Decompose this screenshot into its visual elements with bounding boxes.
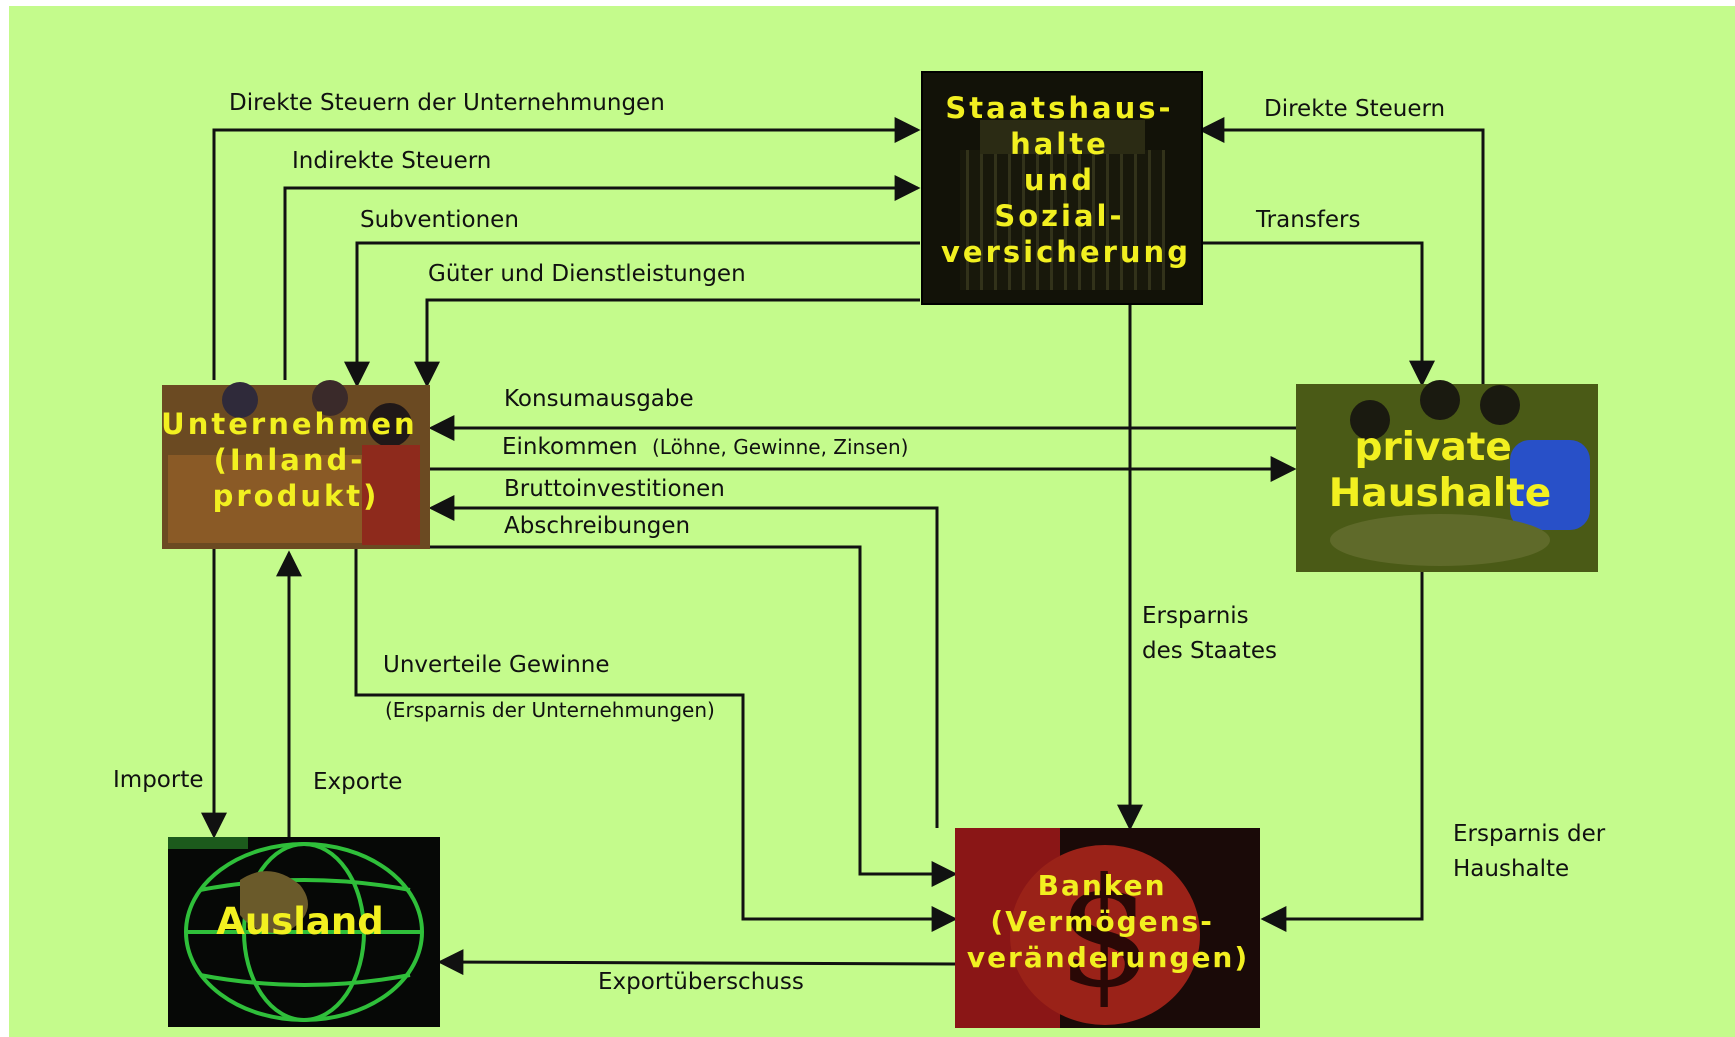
svg-text:private Haushalte: private Haushalte <box>1329 425 1551 516</box>
label-subventionen: Subventionen <box>360 207 519 233</box>
label-einkommen: Einkommen <box>502 434 638 460</box>
label-ersparnis-haushalte-2: Haushalte <box>1453 856 1569 882</box>
label-ersparnis-unternehmungen: (Ersparnis der Unternehmungen) <box>385 698 715 722</box>
label-direkte-steuern-unternehmungen: Direkte Steuern der Unternehmungen <box>229 90 665 116</box>
node-households: private Haushalte <box>1296 380 1598 572</box>
label-importe: Importe <box>113 767 203 793</box>
label-abschreibungen: Abschreibungen <box>504 513 690 539</box>
label-einkommen-detail: (Löhne, Gewinne, Zinsen) <box>652 435 908 459</box>
firms-person-left <box>222 382 258 418</box>
arrow-unverteilte-gewinne <box>354 549 958 932</box>
node-state: Staatshaus- halte und Sozial- versicheru… <box>921 71 1203 305</box>
node-abroad: Ausland <box>168 837 440 1027</box>
firms-title-line2: (Inland- <box>214 443 366 477</box>
firms-person-right <box>368 403 412 447</box>
abroad-green-corner <box>168 837 248 849</box>
node-firms: Unternehmen (Inland- produkt) <box>161 380 431 549</box>
arrow-subventionen <box>344 241 920 388</box>
state-title-line1: Staatshaus- <box>945 91 1173 125</box>
households-person-3 <box>1480 385 1520 425</box>
firms-title-line1: Unternehmen <box>161 407 418 441</box>
label-unverteilte-gewinne: Unverteile Gewinne <box>383 652 610 678</box>
label-indirekte-steuern: Indirekte Steuern <box>292 148 491 174</box>
firms-desk-image <box>168 455 368 543</box>
label-exportueberschuss: Exportüberschuss <box>598 969 804 995</box>
label-gueter-dienstleistungen: Güter und Dienstleistungen <box>428 261 746 287</box>
banks-title-line2: (Vermögens- <box>990 905 1213 938</box>
households-title-line2: Haushalte <box>1329 471 1551 516</box>
arrow-transfers <box>1203 241 1435 387</box>
state-building-image <box>960 150 1165 290</box>
arrow-direkte-steuern <box>1198 117 1485 384</box>
abroad-title: Ausland <box>216 900 383 943</box>
arrow-bruttoinvestitionen <box>428 495 939 828</box>
state-title-line4: Sozial- <box>994 199 1124 233</box>
svg-text:Staatshaus- halte: Staatshaus- halte und Sozial- versicheru… <box>941 91 1191 269</box>
arrow-indirekte-steuern <box>283 175 921 380</box>
label-ersparnis-staat-1: Ersparnis <box>1142 603 1249 629</box>
state-building-roof <box>980 120 1145 154</box>
firms-title-line3: produkt) <box>213 479 380 513</box>
svg-text:Banken (Vermögens-: Banken (Vermögens- veränderungen) <box>967 869 1249 974</box>
globe-icon <box>184 842 424 1022</box>
label-ersparnis-haushalte-1: Ersparnis der <box>1453 821 1606 847</box>
banks-title-line3: veränderungen) <box>967 941 1249 974</box>
banks-money-bag <box>1010 845 1200 1025</box>
state-title-line3: und <box>1024 163 1095 197</box>
state-title-line2: halte <box>1010 127 1109 161</box>
banks-dollar-sign: $ <box>1057 847 1152 1021</box>
firms-person-middle <box>312 380 348 416</box>
arrow-direkte-steuern-unternehmungen <box>212 117 921 380</box>
arrow-exportueberschuss <box>437 949 956 976</box>
label-konsumausgabe: Konsumausgabe <box>504 386 694 412</box>
globe-continent <box>240 871 308 933</box>
label-bruttoinvestitionen: Bruttoinvestitionen <box>504 476 725 502</box>
arrow-abschreibungen <box>430 545 958 887</box>
banks-title-line1: Banken <box>1038 869 1167 902</box>
state-title-line5: versicherung <box>941 235 1191 269</box>
label-transfers: Transfers <box>1255 207 1360 233</box>
flow-labels: Direkte Steuern der Unternehmungen Indir… <box>113 90 1606 995</box>
label-direkte-steuern: Direkte Steuern <box>1264 96 1445 122</box>
label-exporte: Exporte <box>313 769 402 795</box>
households-person-1 <box>1350 400 1390 440</box>
arrow-ersparnis-haushalte <box>1260 572 1424 932</box>
arrow-gueter-dienstleistungen <box>414 298 920 388</box>
firms-person-right-body <box>362 445 420 545</box>
svg-text:Unternehmen (Inland-: Unternehmen (Inland- produkt) <box>161 407 431 513</box>
label-ersparnis-staat-2: des Staates <box>1142 638 1277 664</box>
households-person-blue <box>1510 440 1590 530</box>
households-person-2 <box>1420 380 1460 420</box>
node-banks: $ Banken (Vermögens- veränderungen) <box>955 828 1260 1028</box>
households-table <box>1330 514 1550 566</box>
flow-arrows <box>201 117 1485 976</box>
households-title-line1: private <box>1355 425 1512 470</box>
